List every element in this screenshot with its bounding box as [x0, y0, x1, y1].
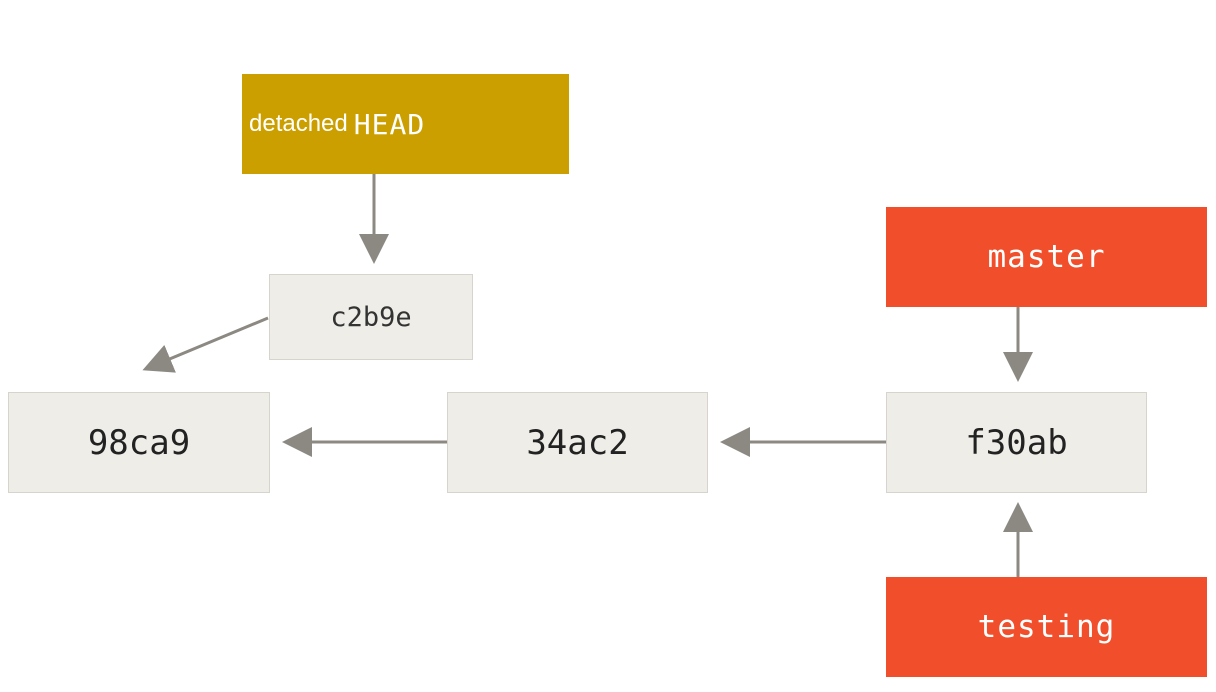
commit-hash: f30ab [965, 422, 1068, 463]
commit-f30ab: f30ab [886, 392, 1147, 493]
head-label: HEAD [353, 107, 426, 141]
detached-head-ref: detached HEAD [242, 74, 569, 174]
commit-c2b9e: c2b9e [269, 274, 473, 360]
commit-hash: c2b9e [330, 301, 412, 333]
branch-label: testing [977, 609, 1116, 645]
branch-label: master [987, 239, 1106, 275]
commit-34ac2: 34ac2 [447, 392, 708, 493]
branch-testing: testing [886, 577, 1207, 677]
detached-label: detached [249, 110, 348, 137]
commit-hash: 34ac2 [526, 422, 629, 463]
commit-98ca9: 98ca9 [8, 392, 270, 493]
commit-hash: 98ca9 [87, 422, 191, 463]
branch-master: master [886, 207, 1207, 307]
arrow-c2b9e-to-98ca9 [142, 316, 269, 373]
